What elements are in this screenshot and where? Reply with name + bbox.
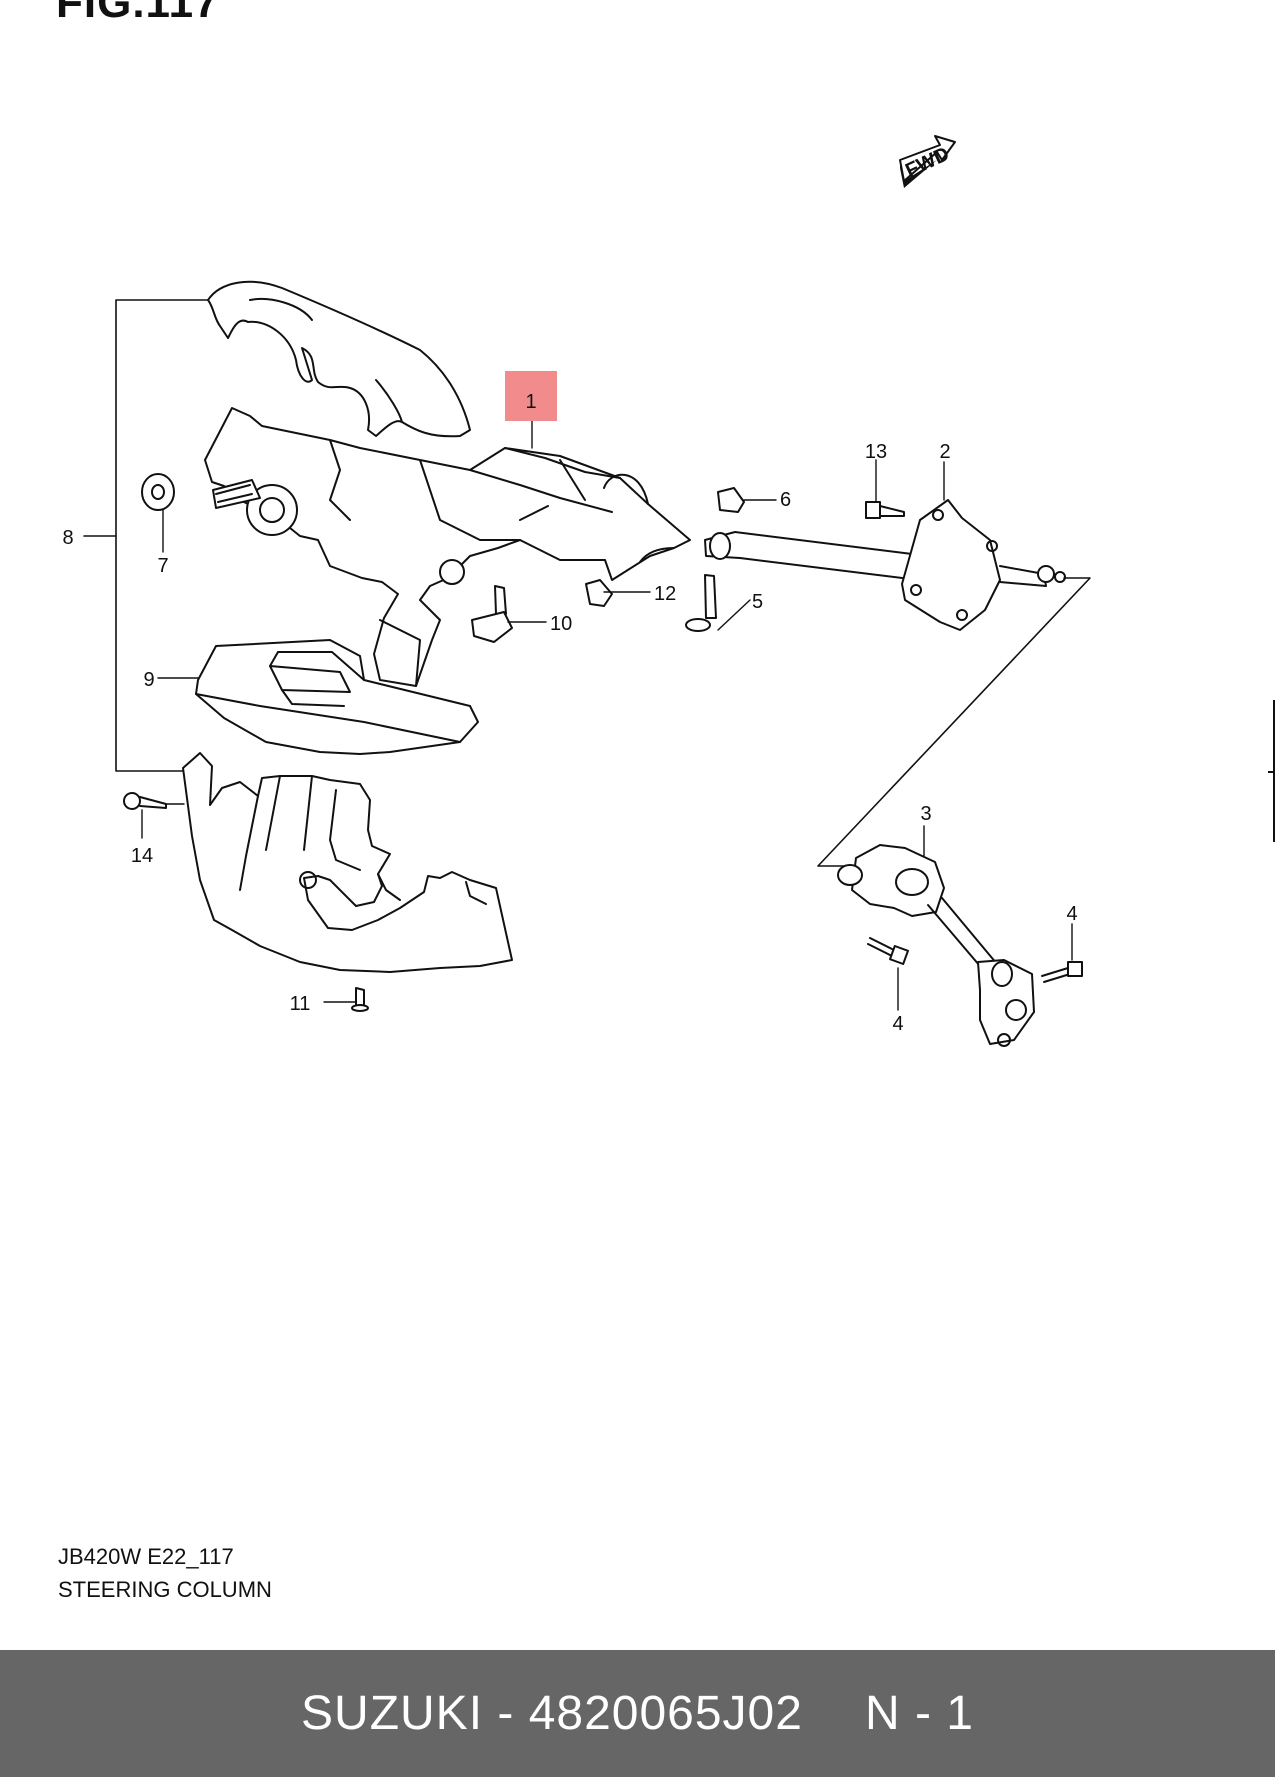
footer-separator: - (483, 1687, 529, 1740)
bracket-8 (83, 299, 209, 772)
leader-lines (141, 412, 1073, 1011)
callout-13[interactable]: 13 (865, 441, 887, 463)
bolt-4-left (867, 937, 909, 965)
callout-14[interactable]: 14 (131, 845, 153, 867)
screw-11 (351, 987, 369, 1012)
fwd-arrow-icon: FWD (899, 135, 956, 188)
callout-3[interactable]: 3 (920, 803, 931, 825)
diagram-description: STEERING COLUMN (58, 1577, 272, 1602)
knee-bolster-panel (195, 639, 479, 755)
nut-12 (585, 579, 613, 607)
lower-column-cover (182, 752, 513, 973)
callout-6[interactable]: 6 (780, 489, 791, 511)
callout-9[interactable]: 9 (143, 669, 154, 691)
universal-joint (837, 844, 1035, 1047)
bolt-4-right (1041, 961, 1083, 983)
steering-column-diagram: FWD (62, 135, 1091, 1047)
callout-12[interactable]: 12 (654, 583, 676, 605)
screw-14 (123, 792, 167, 810)
callout-2[interactable]: 2 (939, 441, 950, 463)
intermediate-shaft (704, 499, 1066, 631)
callout-11[interactable]: 11 (290, 993, 311, 1015)
nut-7 (141, 473, 175, 511)
bolt-10 (471, 585, 513, 643)
callout-8[interactable]: 8 (62, 527, 73, 549)
part-footer: SUZUKI - 4820065J02 N - 1 (0, 1650, 1275, 1777)
nut-6 (717, 487, 745, 513)
callout-4-left[interactable]: 4 (892, 1013, 903, 1035)
callout-1-highlight (505, 371, 557, 421)
callout-4-right[interactable]: 4 (1066, 903, 1077, 925)
diagram-code: JB420W E22_117 (58, 1544, 234, 1569)
footer-part-number: 4820065J02 (528, 1687, 803, 1740)
steering-column-body (204, 407, 691, 687)
callout-1[interactable]: 1 (525, 391, 536, 413)
bolt-5 (685, 574, 717, 632)
bolt-13 (865, 501, 905, 519)
callout-7[interactable]: 7 (157, 555, 168, 577)
footer-brand: SUZUKI (301, 1687, 484, 1740)
edge-mark (1268, 700, 1275, 842)
shaft-connection-line (817, 577, 1091, 867)
upper-column-cover (207, 280, 471, 438)
figure-title: FIG.117 (56, 0, 220, 27)
callout-5[interactable]: 5 (752, 591, 763, 613)
footer-quantity: N - 1 (864, 1687, 974, 1740)
callout-10[interactable]: 10 (550, 613, 572, 635)
